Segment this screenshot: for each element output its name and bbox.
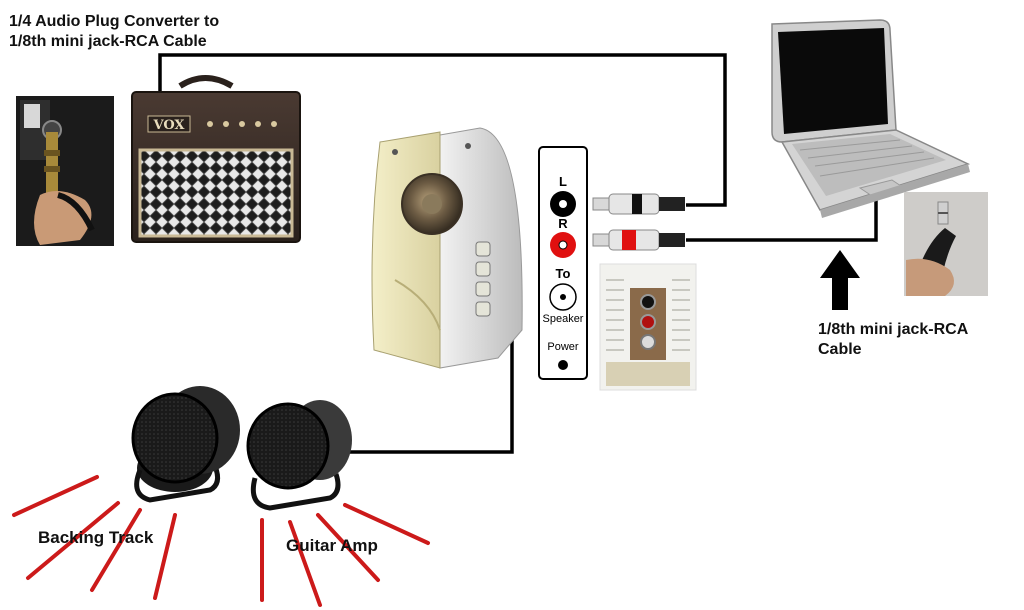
power-jack [558, 360, 568, 370]
mini-jack-cable-label-line2: Cable [818, 341, 862, 358]
rca-plug-left [592, 193, 685, 215]
laptop [771, 19, 971, 218]
amp-brand-logo: VOX [152, 118, 185, 133]
converter-cable-label-line1: 1/4 Audio Plug Converter to [9, 13, 220, 30]
panel-label-r: R [558, 216, 568, 231]
converter-cable-label: 1/4 Audio Plug Converter to 1/8th mini j… [9, 12, 219, 52]
cable-laptop-to-rca-right [686, 195, 878, 242]
mini-jack-cable-label-line1: 1/8th mini jack-RCA [818, 321, 969, 338]
converter-cable-label-line2: 1/8th mini jack-RCA Cable [9, 33, 207, 50]
sound-rays-guitar-amp [260, 503, 430, 607]
panel-label-speaker: Speaker [543, 313, 584, 325]
cable-amp-to-rca-left [158, 53, 727, 207]
panel-label-power: Power [547, 341, 579, 353]
vox-amplifier: VOX [131, 75, 301, 243]
backing-track-speaker [131, 386, 240, 503]
guitar-jack-photo [16, 96, 114, 246]
guitar-amp-speaker [246, 400, 352, 511]
speaker-back-panel: L R To Speaker Power [538, 146, 588, 380]
panel-label-to: To [556, 266, 571, 281]
mini-jack-photo [904, 192, 988, 296]
sound-rays-backing-track [12, 475, 177, 600]
mini-jack-cable-label: 1/8th mini jack-RCA Cable [818, 320, 968, 360]
guitar-amp-label: Guitar Amp [286, 536, 378, 555]
rca-plug-right [592, 229, 685, 251]
speaker-control-knobs [475, 241, 491, 317]
up-arrow-icon [820, 250, 860, 310]
speaker-back-photo [599, 263, 697, 391]
backing-track-label: Backing Track [38, 528, 154, 547]
panel-label-l: L [559, 174, 567, 189]
pc-speaker [371, 127, 523, 369]
